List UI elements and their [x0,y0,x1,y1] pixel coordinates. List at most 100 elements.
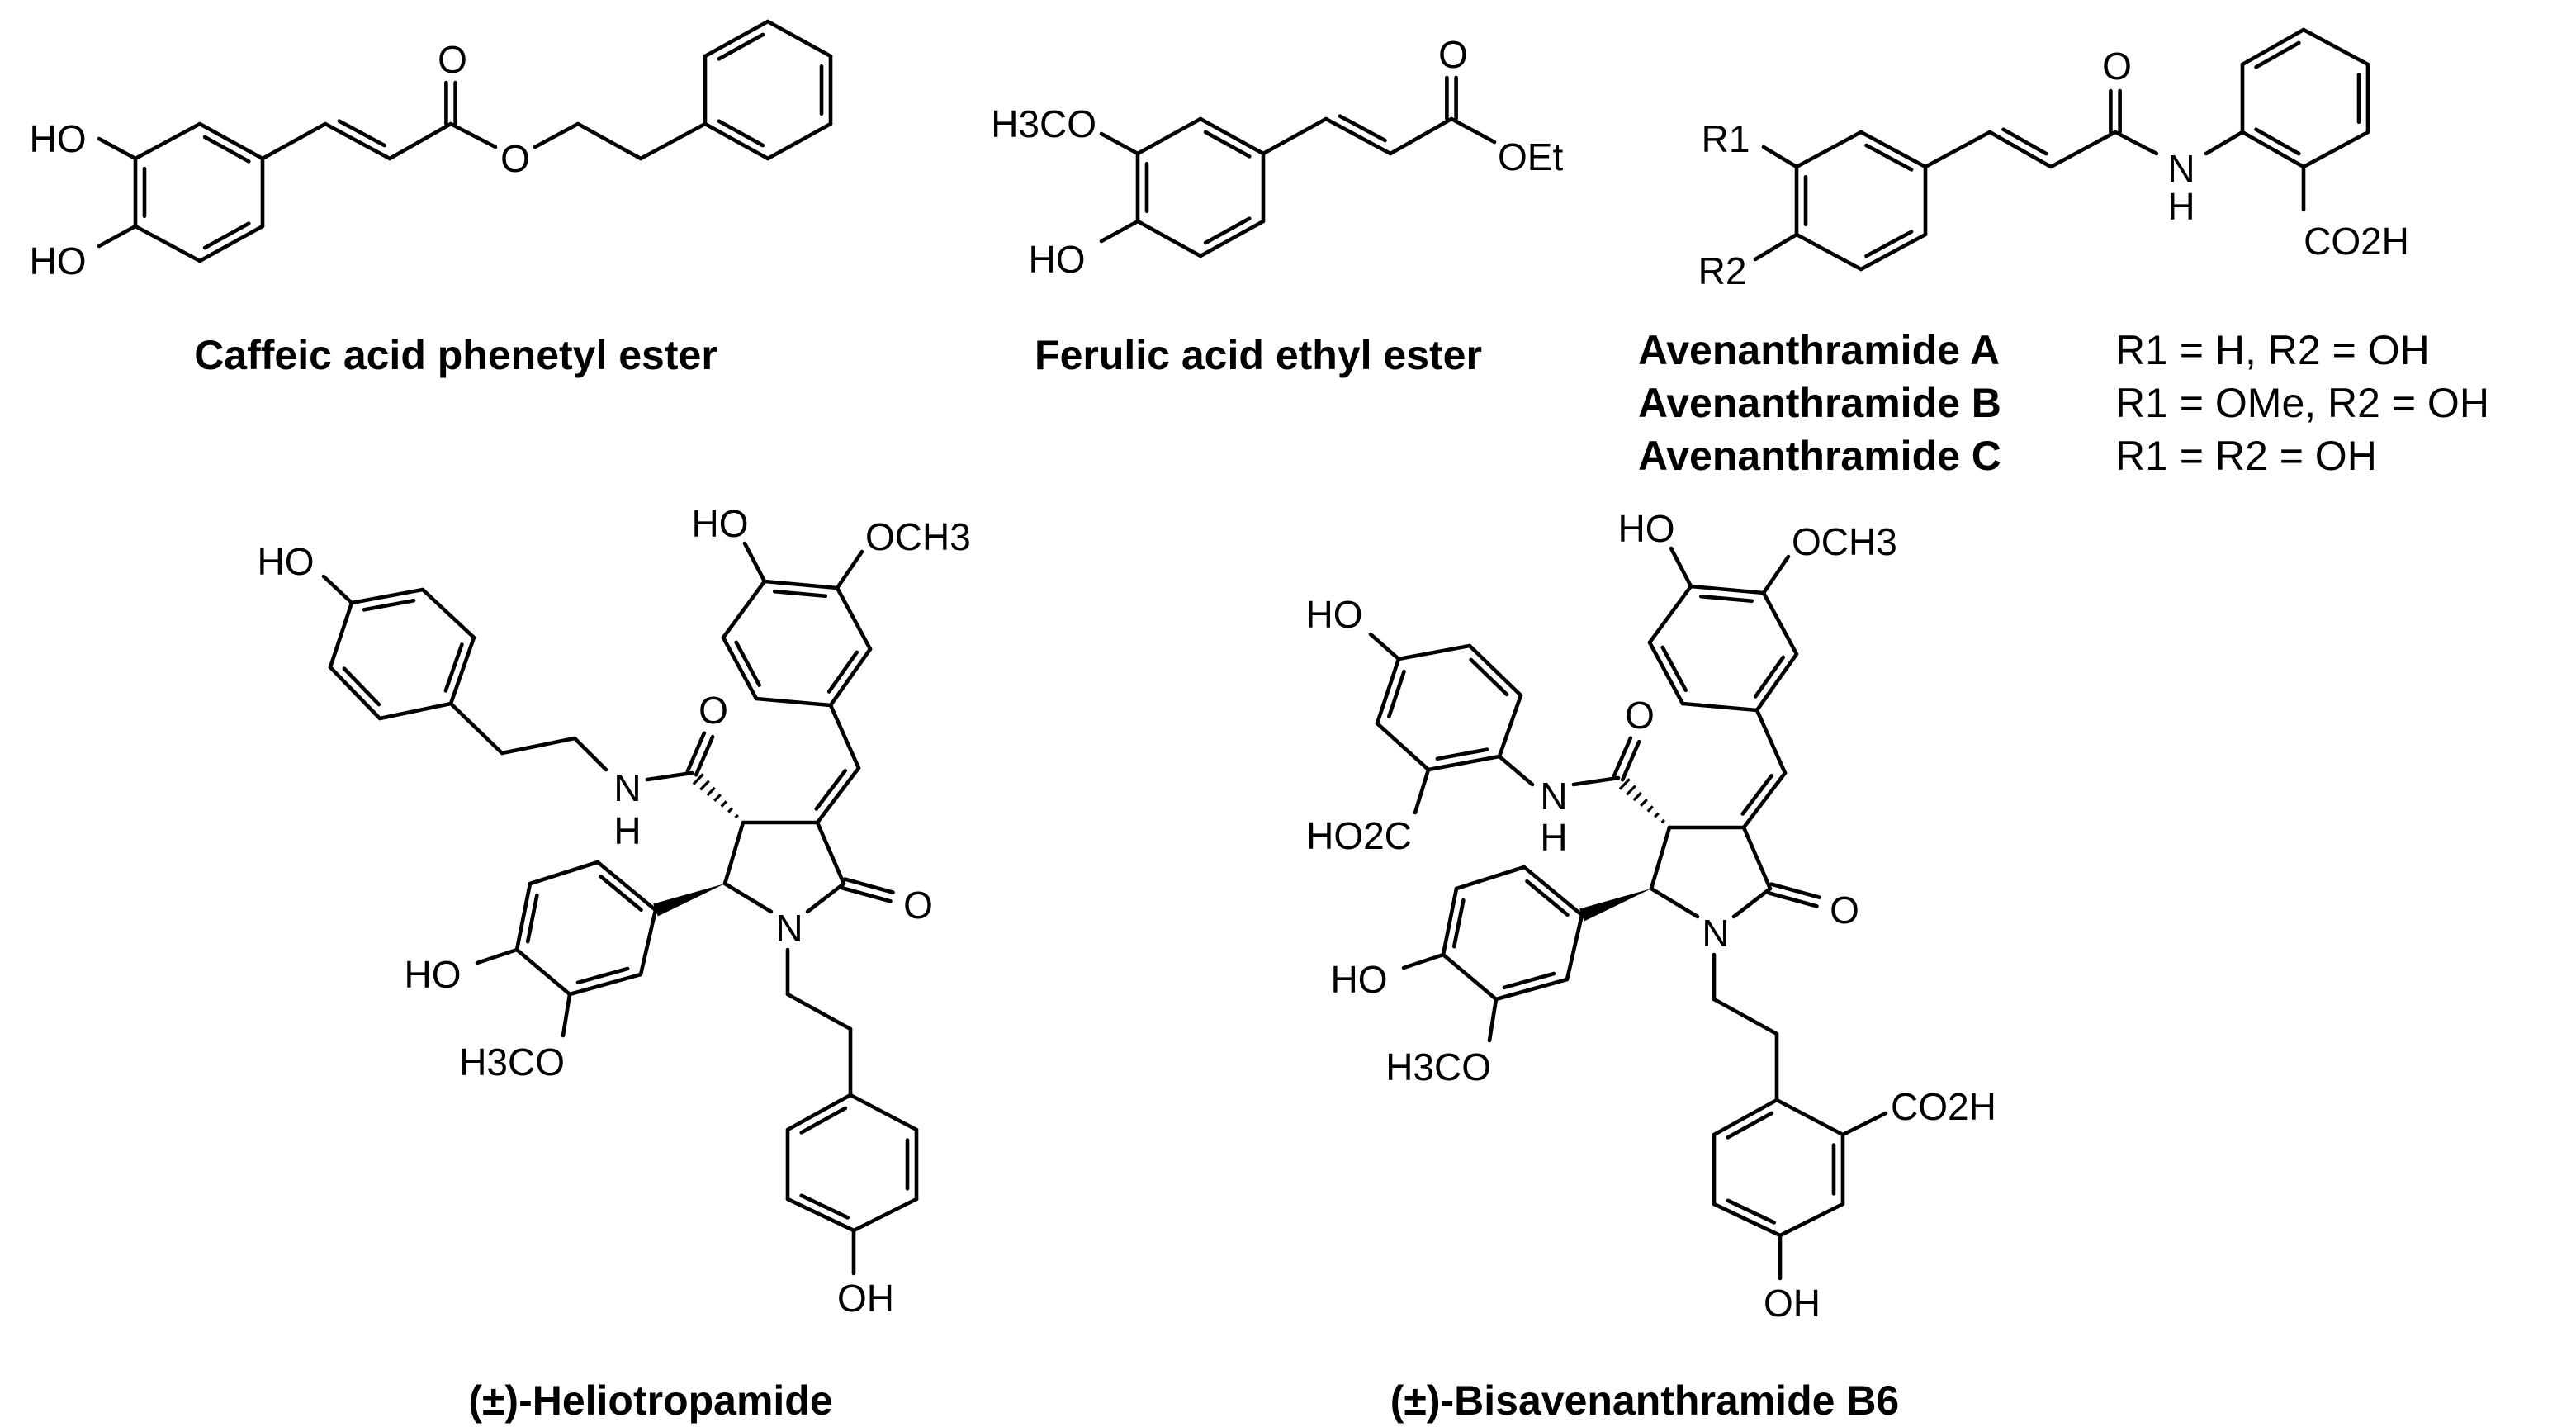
compound-name-bisavenanthramide: (±)-Bisavenanthramide B6 [1390,1377,1899,1424]
hash-line [713,794,722,802]
carboxylic-acid-label: HO2C [1306,814,1412,857]
double-bond [685,731,707,774]
ring-nitrogen-label: N [775,907,803,950]
ring-bond [848,1093,919,1132]
ring-bond [851,1197,919,1233]
ring-bond [765,121,833,161]
ring-bond [514,881,533,952]
ester-oxygen-label: O [500,137,530,180]
ring-double-bond [799,1106,848,1135]
ring-bond [1859,232,1928,272]
bond [785,992,853,1031]
ring-bond [1647,640,1685,706]
ring-bond [1467,643,1523,698]
ethoxy-label: OEt [1498,135,1563,178]
ring-bond [1441,886,1459,957]
double-bond [1620,739,1641,782]
ring-bond [1522,865,1584,917]
ring-bond [328,665,382,721]
carboxylic-acid-label: CO2H [1891,1085,1996,1128]
bond [2204,130,2245,156]
ring-bond [703,121,770,161]
hash-line [1618,778,1631,790]
amide-hydrogen-label: H [1540,816,1567,859]
ring-bond [2301,27,2370,67]
ring-bond [1198,116,1266,156]
ring-double-bond [1660,645,1688,692]
bond [815,820,846,886]
ring-bond [1680,701,1759,713]
methoxy-label: H3CO [459,1041,565,1083]
hash-line [692,773,704,785]
compound-name-cape: Caffeic acid phenetyl ester [194,332,717,378]
ring-bond [133,224,202,263]
variant-substituents: R1 = OMe, R2 = OH [2115,380,2489,426]
ring-bond [567,972,643,997]
ring-bond [703,19,770,59]
ring-double-bond [1753,655,1786,699]
r1-label: R1 [1702,117,1750,160]
bond [1649,886,1700,919]
bond [561,992,572,1038]
hash-line [1640,799,1648,807]
ring-bond [2301,130,2370,169]
ring-bond [1565,913,1584,982]
double-bond [843,877,895,894]
bond [1754,708,1788,775]
bond [1987,130,2053,169]
bond [828,703,861,770]
methoxy-label: H3CO [991,102,1096,145]
ring-bond [785,1093,853,1132]
ring-double-bond [2254,40,2301,69]
double-bond [694,734,715,777]
variant-substituents: R1 = H, R2 = OH [2115,327,2430,373]
ring-double-bond [599,874,643,913]
ring-double-bond [717,119,765,148]
hydroxy-label: OH [837,1277,894,1320]
aryl-ring [1441,865,1584,1002]
bond [321,574,354,605]
hash-line [1626,785,1636,796]
ring-bond [377,701,453,721]
variant-name: Avenanthramide C [1638,433,2001,479]
ring-bond [2240,130,2306,169]
ring-double-bond [734,640,761,687]
bond [1571,775,1621,787]
tyrosol-ring [328,587,476,721]
ring-bond [133,121,202,161]
ring-bond [595,860,658,913]
bond [805,881,846,914]
bond [1324,116,1393,156]
anthranilic-ring [2240,27,2370,169]
ring-double-bond [799,1193,850,1220]
hash-line [1654,812,1660,818]
double-bond-inner [337,119,386,148]
wedge-bond [653,884,725,917]
ring-double-bond [1502,971,1556,990]
bond [1923,130,1992,169]
variant-name: Avenanthramide A [1638,327,2000,373]
ring-bond [1396,643,1472,661]
ring-bond [420,587,476,640]
hydroxy-label: HO [258,540,315,583]
double-bond [1767,891,1819,908]
ring-double-bond [1525,879,1570,917]
hydroxy-label: HO [1331,958,1388,1001]
hashed-wedge-bond [692,773,739,819]
hash-line [706,786,716,797]
ring-bond [754,696,833,708]
ring-bond [765,19,833,59]
double-bond-inner [1740,773,1774,816]
double-bond [841,886,893,903]
bond [97,224,138,249]
ring-double-bond [1864,143,1914,172]
bond [835,549,864,590]
ring-double-bond [1698,594,1754,604]
ring-double-bond [1726,1111,1774,1140]
carbonyl-oxygen-label: O [438,38,467,81]
methoxy-label: OCH3 [865,515,971,558]
ring-bond [1426,754,1502,772]
bond [575,121,643,161]
variant-substituents: R1 = R2 = OH [2115,433,2377,479]
